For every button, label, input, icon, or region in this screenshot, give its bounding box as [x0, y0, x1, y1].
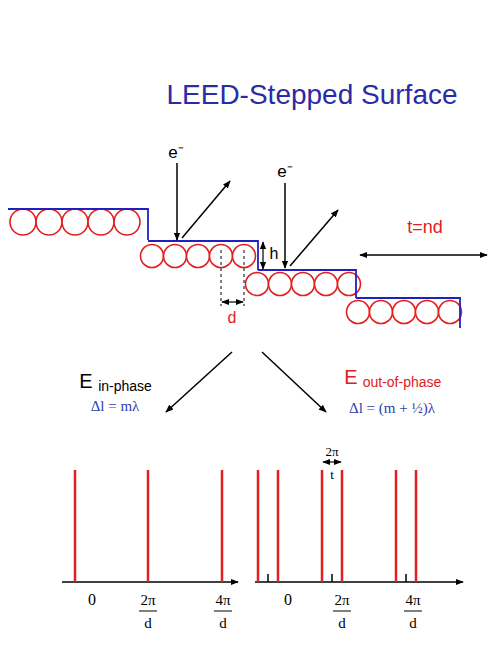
branch-arrow [262, 352, 326, 412]
axis-value: 2π [334, 593, 349, 608]
dimension-label: d [228, 310, 237, 326]
bulk-tick [405, 574, 407, 582]
atom-circle [292, 273, 315, 296]
dashed-guide [244, 250, 245, 306]
atom-circle [10, 209, 36, 235]
atom-circle [88, 209, 114, 235]
diffraction-peak [221, 470, 224, 582]
split-peak [415, 470, 418, 582]
atom-circle [393, 301, 416, 324]
electron-label: e⁻ [168, 144, 183, 161]
axis [255, 581, 463, 583]
atom-circle [114, 209, 140, 235]
dimension-label: h [270, 246, 279, 262]
terrace-outline [356, 298, 460, 328]
axis [62, 581, 238, 583]
path-condition: Δl = mλ [91, 399, 140, 414]
fraction-bar [404, 611, 422, 612]
atom-circle [370, 301, 393, 324]
atom-circle [416, 301, 439, 324]
fraction-bar [333, 611, 351, 612]
atom-circle [439, 301, 462, 324]
dimension-label: t=nd [407, 218, 443, 236]
diagram-title: LEED-Stepped Surface [166, 81, 457, 109]
atom-circle [315, 273, 338, 296]
energy-symbol: E [344, 367, 357, 387]
atom-circle [338, 273, 361, 296]
spacing-dimension [222, 301, 243, 302]
energy-symbol: E [79, 371, 92, 391]
dashed-guide [221, 250, 222, 306]
reflected-beam [182, 181, 230, 238]
energy-subscript: in-phase [98, 379, 152, 393]
split-peak [341, 470, 344, 582]
axis-value: 2π [140, 593, 155, 608]
atom-circle [141, 245, 164, 268]
split-peak [257, 470, 260, 582]
diffraction-peak [147, 470, 150, 582]
atom-circle [347, 301, 370, 324]
terrace-dimension [360, 254, 487, 256]
axis-value: d [338, 616, 346, 631]
diffraction-peak [74, 470, 77, 582]
axis-value: 4π [215, 593, 230, 608]
axis-value: d [219, 616, 227, 631]
incident-beam [176, 163, 178, 240]
splitting-dimension [323, 461, 341, 462]
fraction-bar [139, 611, 157, 612]
energy-subscript: out-of-phase [363, 375, 442, 389]
axis-value: d [144, 616, 152, 631]
bulk-tick [331, 574, 333, 582]
splitting-value: t [330, 468, 334, 481]
atom-circle [187, 245, 210, 268]
axis-value: 4π [405, 593, 420, 608]
path-condition: Δl = (m + ½)λ [349, 401, 435, 416]
reflected-beam [290, 210, 338, 266]
splitting-value: 2π [325, 445, 338, 458]
electron-label: e⁻ [277, 163, 292, 180]
atom-circle [62, 209, 88, 235]
split-peak [321, 470, 324, 582]
bulk-tick [267, 574, 269, 582]
axis-value: 0 [284, 592, 292, 608]
fraction-bar [214, 611, 232, 612]
terrace-outline [258, 270, 356, 298]
split-peak [277, 470, 280, 582]
atom-circle [164, 245, 187, 268]
stepped-surface [8, 209, 462, 328]
incident-beam [284, 183, 286, 268]
split-peak [395, 470, 398, 582]
atom-circle [36, 209, 62, 235]
axis-value: d [409, 616, 417, 631]
axis-value: 0 [88, 592, 96, 608]
terrace-outline [148, 241, 258, 270]
terrace-outline [8, 209, 148, 240]
height-dimension [262, 242, 263, 269]
branch-arrow [166, 352, 232, 412]
atom-circle [246, 273, 269, 296]
atom-circle [269, 273, 292, 296]
